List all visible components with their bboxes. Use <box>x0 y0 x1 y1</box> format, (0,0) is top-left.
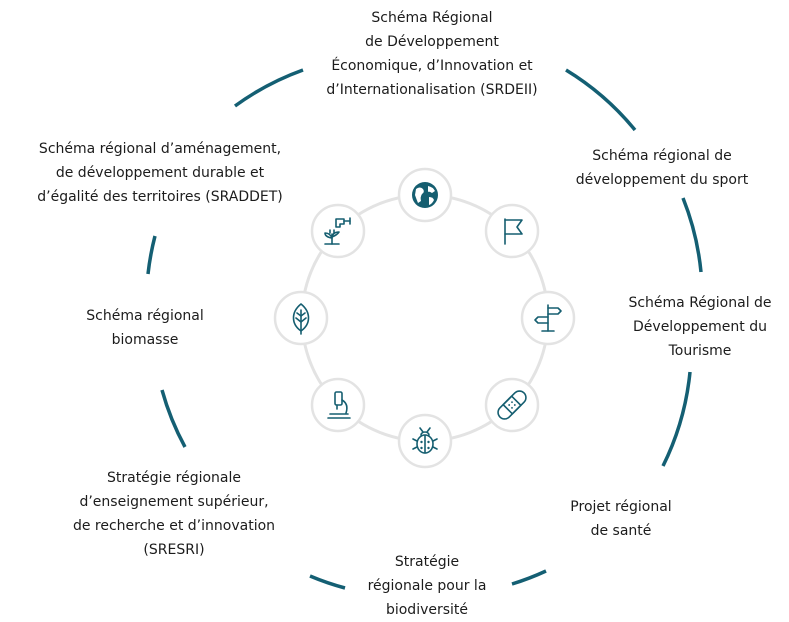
outer-arc-segment <box>233 68 304 108</box>
bandage-icon <box>484 377 540 433</box>
label-line: biomasse <box>111 332 179 348</box>
label-line: de recherche et d’innovation <box>72 518 276 534</box>
ladybug-icon <box>397 413 453 469</box>
label-sraddet: Schéma régional d’aménagement, de dévelo… <box>37 137 283 209</box>
label-line: de santé <box>590 523 652 539</box>
label-line: de développement durable et <box>55 165 265 181</box>
label-biodiversite: Stratégie régionale pour la biodiversité <box>368 550 487 622</box>
label-line: Schéma Régional <box>371 10 493 26</box>
label-line: Stratégie régionale <box>106 470 241 486</box>
outer-arc-segment <box>681 197 703 273</box>
outer-arc-segment <box>661 371 692 467</box>
label-line: développement du sport <box>575 172 749 188</box>
outer-arc-segment <box>565 68 637 132</box>
label-line: Développement du <box>633 319 767 335</box>
label-line: régionale pour la <box>367 578 487 594</box>
outer-arc-segment <box>309 574 346 590</box>
globe-icon <box>397 167 453 223</box>
label-line: Stratégie <box>394 554 460 570</box>
microscope-icon <box>310 377 366 433</box>
label-line: d’Internationalisation (SRDEII) <box>326 82 538 98</box>
label-line: Projet régional <box>570 499 672 515</box>
label-line: d’enseignement supérieur, <box>79 494 269 510</box>
watering-plant-icon <box>310 203 366 259</box>
label-line: d’égalité des territoires (SRADDET) <box>37 189 283 205</box>
label-sresri: Stratégie régionale d’enseignement supér… <box>73 466 275 562</box>
outer-arc-segment <box>511 569 547 586</box>
label-line: Schéma régional de <box>592 148 732 164</box>
flag-icon <box>484 203 540 259</box>
label-line: biodiversité <box>385 602 469 618</box>
outer-arc-segment <box>146 235 157 275</box>
label-srdeii: Schéma Régional de Développement Économi… <box>326 6 537 102</box>
label-line: de Développement <box>365 34 499 50</box>
label-biomasse: Schéma régional biomasse <box>86 304 203 352</box>
label-sport: Schéma régional de développement du spor… <box>576 144 749 192</box>
signpost-icon <box>520 290 576 346</box>
label-tourisme: Schéma Régional de Développement du Tour… <box>628 291 771 363</box>
outer-ring <box>146 68 703 590</box>
label-line: Tourisme <box>668 343 732 359</box>
label-line: Économique, d’Innovation et <box>331 58 533 74</box>
label-line: Schéma Régional de <box>628 295 772 311</box>
leaf-icon <box>273 290 329 346</box>
label-line: Schéma régional <box>86 308 204 324</box>
label-line: (SRESRI) <box>143 542 205 558</box>
label-line: Schéma régional d’aménagement, <box>38 141 282 157</box>
outer-arc-segment <box>160 389 187 448</box>
label-sante: Projet régional de santé <box>570 495 671 543</box>
